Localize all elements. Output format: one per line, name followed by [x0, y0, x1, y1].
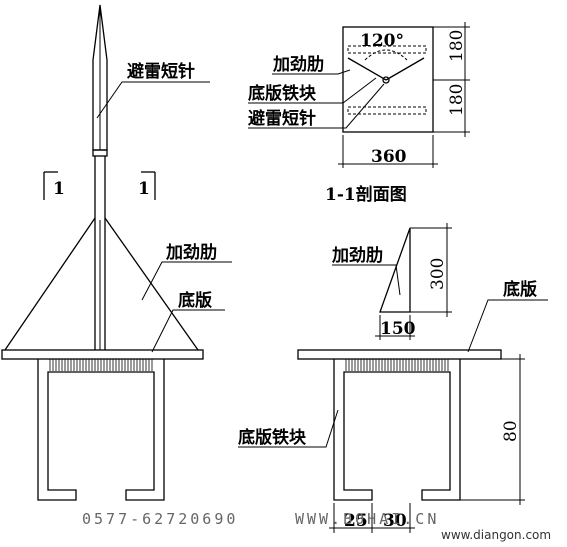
slot-bottom	[347, 106, 427, 115]
stiffener-right	[104, 217, 199, 351]
base-plate-block	[37, 359, 165, 501]
watermark-site: WWW.BOHAI.CN	[295, 510, 439, 528]
angle-label: 120°	[360, 31, 404, 51]
stiffener-detail: 300 150 加劲肋	[331, 223, 452, 340]
rod-elevation: 1 1 避雷短针 加劲肋 底版	[1, 4, 232, 501]
needle-point	[382, 76, 390, 84]
watermark-phone: 0577-62720690	[82, 510, 238, 528]
label-stiffener-left: 加劲肋	[165, 242, 217, 263]
dim-top-180: 180	[447, 30, 467, 62]
stiffener-left	[4, 217, 96, 351]
dim-25: 25	[344, 511, 368, 531]
dim-bottom-180: 180	[447, 84, 467, 116]
section-mark-right: 1	[138, 179, 150, 199]
label-lightning-needle: 避雷短针	[127, 61, 195, 82]
watermark-url: www.diangon.com	[441, 528, 551, 542]
dim-150: 150	[380, 319, 416, 339]
base-plate-section: 80 25 30 底版 底版铁块	[238, 279, 548, 533]
label-stiffener-detail: 加劲肋	[331, 245, 383, 266]
label-base-plate-right: 底版	[503, 279, 537, 300]
slot-top	[347, 45, 427, 54]
section-mark-left: 1	[53, 179, 65, 199]
dim-30: 30	[383, 511, 407, 531]
dim-80: 80	[501, 420, 521, 442]
label-stiffener-section: 加劲肋	[272, 54, 324, 75]
base-plate-block-right	[333, 359, 461, 501]
hatch	[49, 359, 153, 371]
label-needle-section: 避雷短针	[248, 108, 316, 129]
needle-joint	[92, 149, 108, 157]
dim-360: 360	[371, 147, 407, 167]
hatch	[345, 359, 449, 371]
section-1-1: 120° 180 180 360 加劲肋 底版铁块 避雷短针 1-1剖面图	[248, 22, 470, 205]
label-base-plate-left: 底版	[178, 290, 212, 311]
label-block-right: 底版铁块	[238, 427, 307, 448]
base-plate-right	[297, 349, 502, 360]
section-title: 1-1剖面图	[325, 184, 407, 205]
dim-300: 300	[428, 258, 448, 290]
base-plate	[1, 349, 204, 360]
stiffener-triangle	[379, 227, 411, 313]
label-block-section: 底版铁块	[248, 83, 317, 104]
